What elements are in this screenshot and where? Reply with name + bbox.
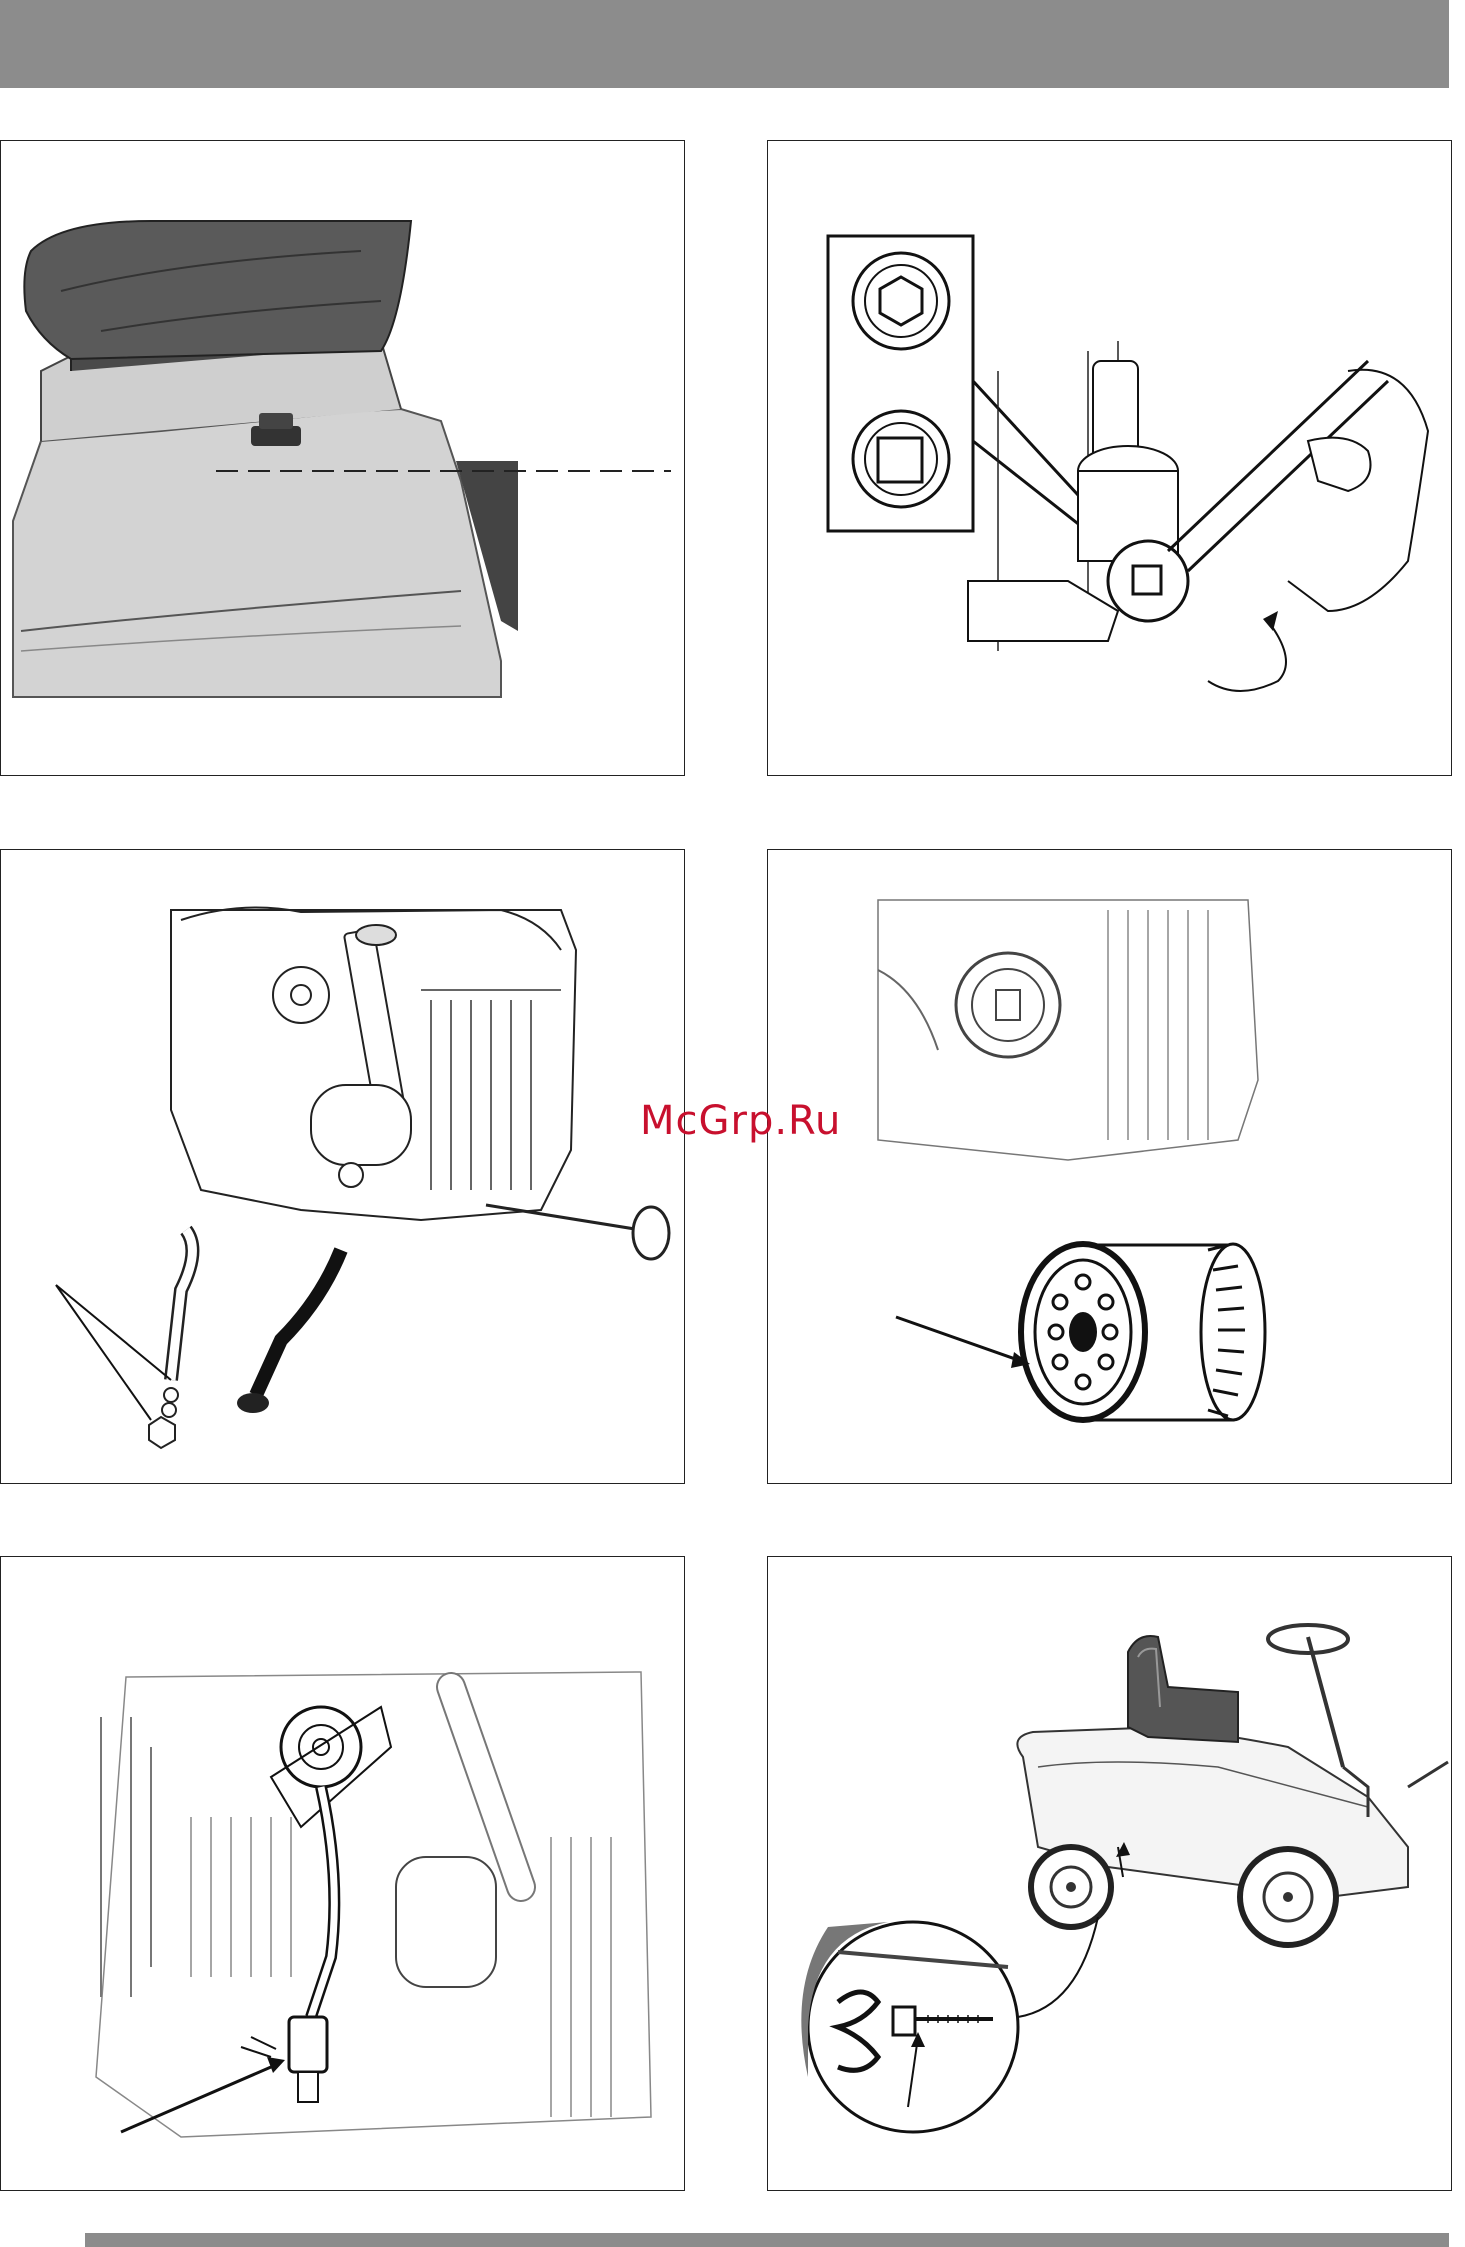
panel-fuel-filter <box>0 1556 685 2191</box>
mower-spring-illustration <box>768 1557 1452 2191</box>
panel-mower-spring <box>767 1556 1452 2191</box>
fuel-filter-illustration <box>1 1557 685 2191</box>
panel-drain-plug <box>767 140 1452 776</box>
engine-dipstick-illustration <box>1 850 685 1484</box>
panel-engine-dipstick <box>0 849 685 1484</box>
oil-filter-illustration <box>768 850 1452 1484</box>
footer-bar <box>85 2233 1449 2247</box>
watermark-text: McGrp.Ru <box>640 1098 841 1144</box>
wrench-illustration <box>768 141 1452 776</box>
header-bar <box>0 0 1449 88</box>
panel-seat-oil-level <box>0 140 685 776</box>
seat-illustration <box>1 141 685 776</box>
panel-oil-filter <box>767 849 1452 1484</box>
